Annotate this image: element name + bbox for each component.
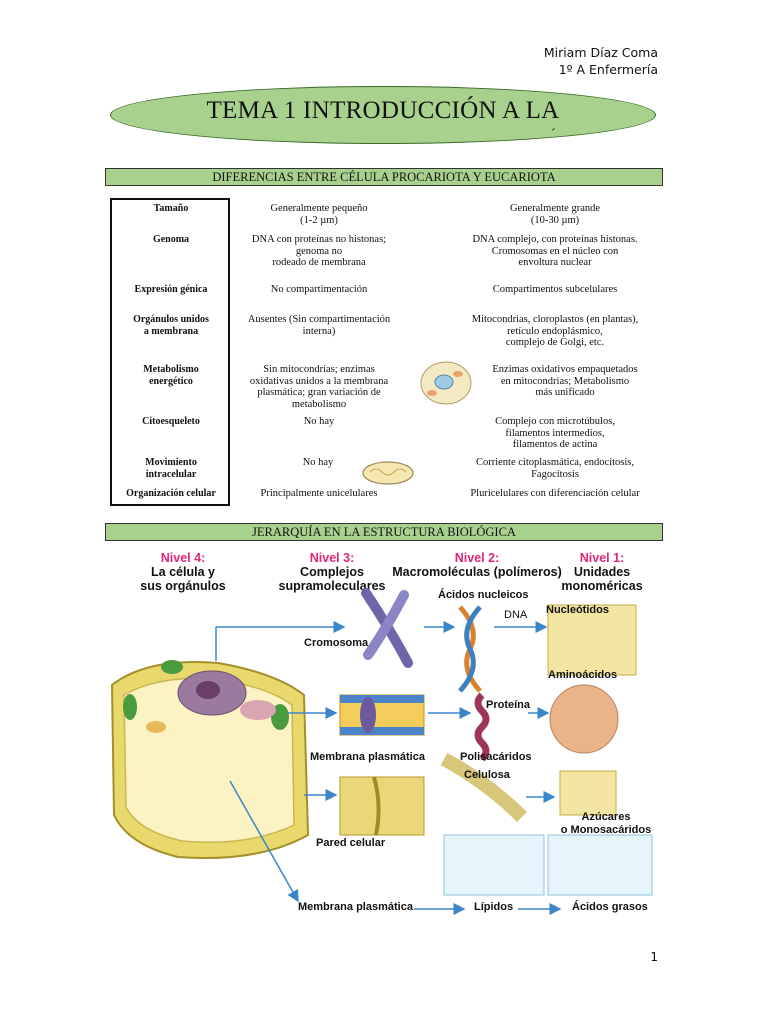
label-acidos-nucleicos: Ácidos nucleicos bbox=[438, 589, 529, 601]
label-celulosa: Celulosa bbox=[464, 769, 510, 781]
nucleotide-structure-icon bbox=[547, 604, 637, 676]
level-name: Macromoléculas (polímeros) bbox=[392, 565, 562, 579]
section-heading-differences: DIFERENCIAS ENTRE CÉLULA PROCARIOTA Y EU… bbox=[105, 168, 663, 186]
label-cromosoma: Cromosoma bbox=[304, 637, 369, 649]
level-4-heading: Nivel 4: La célula y sus orgánulos bbox=[128, 551, 238, 593]
level-3-heading: Nivel 3: Complejos supramoleculares bbox=[272, 551, 392, 593]
label-azucares: Azúcares o Monosacáridos bbox=[560, 811, 652, 836]
label-pared-celular: Pared celular bbox=[316, 837, 386, 849]
prokaryotic-cell-sketch-icon bbox=[362, 461, 414, 485]
level-tag: Nivel 4: bbox=[160, 551, 206, 565]
fatty-acid-structure-icon bbox=[547, 834, 653, 896]
level-tag: Nivel 1: bbox=[579, 551, 625, 565]
level-name: Unidades monoméricas bbox=[561, 565, 643, 593]
protein-icon bbox=[474, 692, 490, 762]
label-nucleotidos: Nucleótidos bbox=[546, 604, 609, 616]
eukaryote-cell: Generalmente grande (10-30 µm) bbox=[509, 203, 601, 226]
author-name: Miriam Díaz Coma bbox=[543, 45, 658, 60]
hierarchy-illustration bbox=[110, 588, 653, 915]
feature-label: Movimiento intracelular bbox=[145, 457, 197, 480]
label-membrana-plasmatica: Membrana plasmática bbox=[310, 751, 425, 763]
level-tag: Nivel 2: bbox=[454, 551, 500, 565]
prokaryote-cell: No compartimentación bbox=[270, 284, 368, 295]
eukaryote-cell: Mitocondrias, cloroplastos (en plantas),… bbox=[471, 314, 639, 348]
title-oval: TEMA 1 INTRODUCCIÓN A LA ´ bbox=[110, 86, 656, 144]
feature-column-frame bbox=[110, 198, 230, 506]
prokaryote-cell: Principalmente unicelulares bbox=[260, 488, 378, 499]
prokaryote-cell: No hay bbox=[303, 416, 335, 427]
level-2-heading: Nivel 2: Macromoléculas (polímeros) bbox=[392, 551, 562, 579]
label-polisacaridos: Polisacáridos bbox=[460, 751, 532, 763]
label-lipidos: Lípidos bbox=[474, 901, 514, 913]
lipid-structure-icon bbox=[443, 834, 545, 896]
level-tag: Nivel 3: bbox=[309, 551, 355, 565]
eukaryote-cell: Compartimentos subcelulares bbox=[492, 284, 618, 295]
prokaryote-cell: DNA con proteínas no histonas; genoma no… bbox=[251, 234, 387, 268]
eukaryote-cell: Enzimas oxidativos empaquetados en mitoc… bbox=[492, 364, 638, 398]
label-acidos-grasos: Ácidos grasos bbox=[572, 901, 648, 913]
feature-label: Citoesqueleto bbox=[142, 416, 200, 427]
eukaryote-cell: DNA complejo, con proteínas histonas. Cr… bbox=[472, 234, 638, 268]
prokaryote-cell: Sin mitocondrias; enzimas oxidativas uni… bbox=[249, 364, 389, 410]
cell-wall-icon bbox=[339, 776, 425, 836]
section-heading-hierarchy: JERARQUÍA EN LA ESTRUCTURA BIOLÓGICA bbox=[105, 523, 663, 541]
label-dna: DNA bbox=[504, 609, 528, 621]
level-1-heading: Nivel 1: Unidades monoméricas bbox=[552, 551, 652, 593]
feature-label: Orgánulos unidos a membrana bbox=[133, 314, 209, 337]
level-name: Complejos supramoleculares bbox=[278, 565, 386, 593]
eukaryote-cell: Corriente citoplasmática, endocitosis, F… bbox=[475, 457, 635, 480]
page-number: 1 bbox=[650, 950, 658, 964]
dna-helix-icon bbox=[458, 605, 482, 693]
plasma-membrane-icon bbox=[339, 694, 425, 736]
feature-label: Genoma bbox=[152, 234, 190, 245]
hierarchy-figure: Nivel 4: La célula y sus orgánulos Nivel… bbox=[108, 545, 660, 925]
feature-label: Metabolismo energético bbox=[143, 364, 199, 387]
feature-label: Organización celular bbox=[126, 488, 216, 499]
prokaryote-cell: No hay bbox=[302, 457, 334, 468]
feature-label: Expresión génica bbox=[134, 284, 208, 295]
monosaccharide-icon bbox=[559, 770, 617, 816]
label-membrana-plasmatica-bottom: Membrana plasmática bbox=[298, 901, 413, 913]
prokaryote-cell: Generalmente pequeño (1-2 µm) bbox=[270, 203, 368, 226]
level-name: La célula y sus orgánulos bbox=[140, 565, 226, 593]
prokaryote-cell: Ausentes (Sin compartimentación interna) bbox=[247, 314, 391, 337]
eukaryote-cell: Pluricelulares con diferenciación celula… bbox=[470, 488, 640, 499]
label-aminoacidos: Aminoácidos bbox=[548, 669, 618, 681]
plant-cell-icon bbox=[110, 660, 310, 860]
author-block: Miriam Díaz Coma 1º A Enfermería bbox=[544, 44, 658, 78]
title-accent: ´ bbox=[551, 127, 556, 142]
course-label: 1º A Enfermería bbox=[558, 62, 658, 77]
eukaryotic-cell-sketch-icon bbox=[420, 361, 472, 405]
label-proteina: Proteína bbox=[486, 699, 531, 711]
feature-label: Tamaño bbox=[153, 203, 189, 214]
eukaryote-cell: Complejo con microtúbulos, filamentos in… bbox=[495, 416, 615, 450]
amino-acid-icon bbox=[549, 684, 619, 754]
page-title: TEMA 1 INTRODUCCIÓN A LA bbox=[206, 97, 560, 124]
chromosome-icon bbox=[361, 588, 413, 668]
comparison-table: Tamaño Generalmente pequeño (1-2 µm) Gen… bbox=[108, 196, 664, 508]
cellulose-icon bbox=[440, 752, 527, 822]
